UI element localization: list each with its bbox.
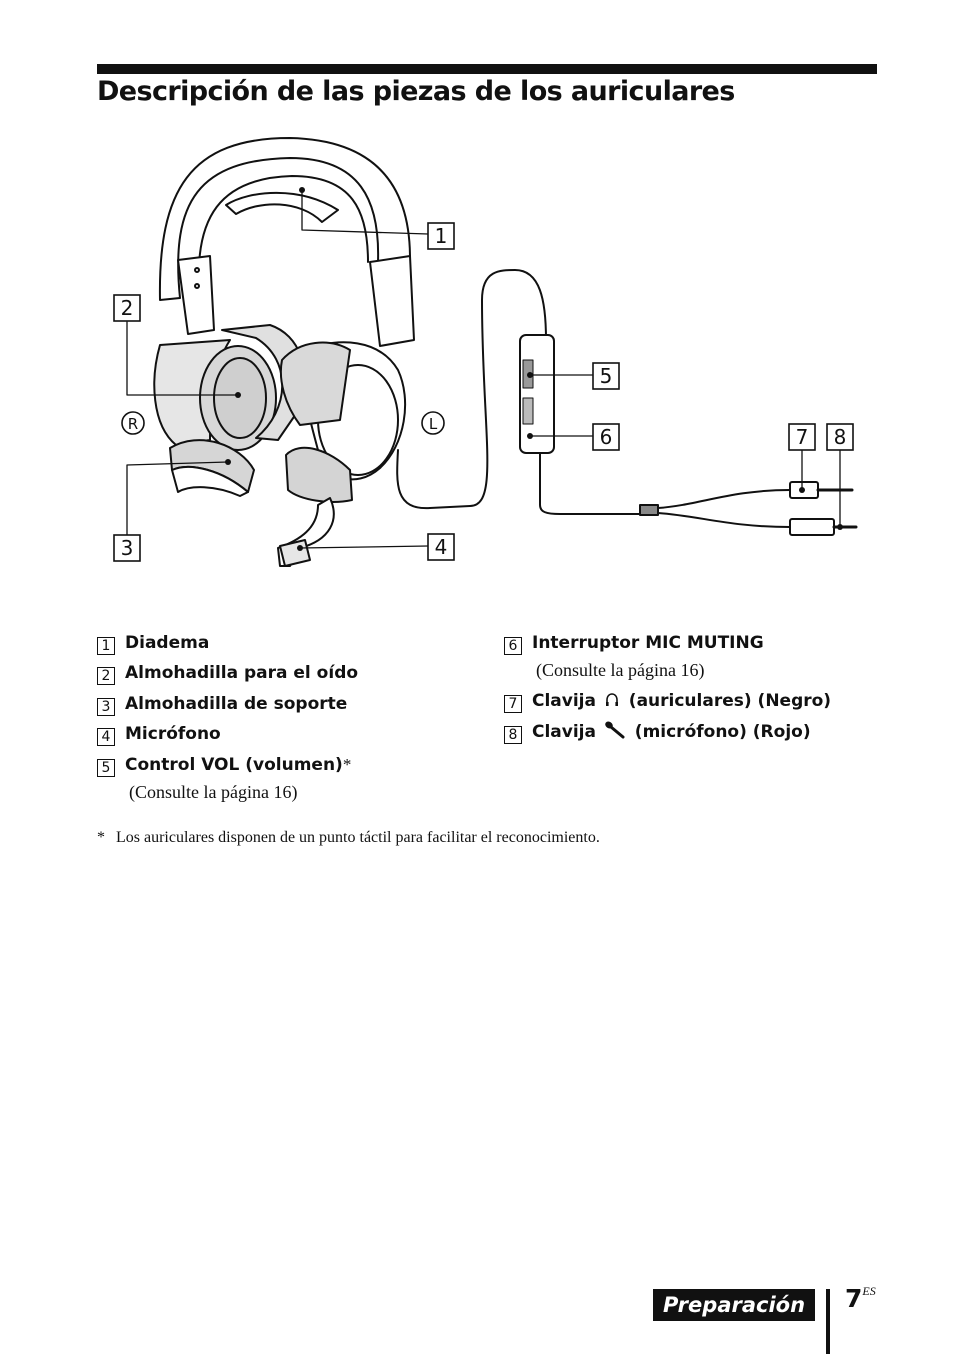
- cable: [396, 269, 547, 510]
- page-number-value: 7: [845, 1284, 863, 1313]
- part-label: (auriculares) (Negro): [628, 691, 832, 711]
- callout-1-label: 1: [435, 224, 448, 248]
- callout-4: [427, 533, 455, 561]
- microphone-icon: [605, 721, 625, 739]
- part-label: Clavija: [532, 722, 596, 742]
- side-marker-right: [121, 411, 145, 435]
- callout-8-label: 8: [834, 425, 847, 449]
- callout-6-label: 6: [600, 425, 613, 449]
- page-title: Descripción de las piezas de los auricul…: [97, 76, 735, 107]
- part-label: Clavija: [532, 691, 596, 711]
- slider-left: [369, 255, 415, 347]
- footnote-mark: *: [97, 829, 105, 846]
- callout-4-label: 4: [435, 535, 448, 559]
- part-number: 3: [97, 698, 115, 716]
- callout-6: [592, 423, 620, 451]
- part-label: Control VOL (volumen): [125, 755, 343, 775]
- part-item-1: 1 Diadema: [97, 633, 209, 655]
- part-item-8: 8 Clavija (micrófono) (Rojo): [504, 721, 811, 744]
- part-label: Diadema: [125, 633, 210, 653]
- page-number: 7ES: [845, 1284, 876, 1313]
- callout-2-label: 2: [121, 296, 134, 320]
- callout-8: [826, 423, 854, 451]
- plug-microphone: [789, 518, 835, 536]
- part-number: 7: [504, 695, 522, 713]
- headphones-icon: [606, 693, 619, 706]
- footnote: * Los auriculares disponen de un punto tá…: [97, 829, 600, 847]
- part-item-3: 3 Almohadilla de soporte: [97, 694, 347, 716]
- part-number: 1: [97, 637, 115, 655]
- callout-1: [427, 222, 455, 250]
- callout-5-label: 5: [600, 364, 613, 388]
- callout-2: [113, 294, 141, 322]
- part-label: Interruptor MIC MUTING: [532, 633, 764, 653]
- side-marker-left: [421, 411, 445, 435]
- part-item-4: 4 Micrófono: [97, 724, 221, 746]
- part-number: 8: [504, 726, 522, 744]
- side-marker-left-label: L: [429, 415, 438, 433]
- part-item-5: 5 Control VOL (volumen)*: [97, 755, 351, 777]
- part-5-note: (Consulte la página 16): [129, 782, 298, 802]
- part-item-7: 7 Clavija (auriculares) (Negro): [504, 691, 831, 713]
- section-tab: Preparación: [653, 1289, 815, 1321]
- slider-right: [177, 255, 215, 335]
- part-number: 2: [97, 667, 115, 685]
- part-label: Almohadilla para el oído: [125, 663, 359, 683]
- callout-3-label: 3: [121, 536, 134, 560]
- part-6-note: (Consulte la página 16): [536, 660, 705, 680]
- side-marker-right-label: R: [128, 415, 138, 433]
- footnote-mark: *: [342, 755, 352, 774]
- part-item-6: 6 Interruptor MIC MUTING: [504, 633, 764, 655]
- top-rule: [97, 64, 877, 74]
- footnote-text: Los auriculares disponen de un punto tác…: [116, 829, 600, 846]
- page-language-suffix: ES: [862, 1284, 876, 1298]
- part-number: 5: [97, 759, 115, 777]
- page-bar: [826, 1289, 830, 1354]
- headset-diagram: 1 2 3 4 5 6 7 8 R L: [113, 137, 858, 567]
- part-label: Micrófono: [125, 724, 221, 744]
- part-item-2: 2 Almohadilla para el oído: [97, 663, 358, 685]
- part-label: Almohadilla de soporte: [125, 694, 348, 714]
- inline-controller: [519, 334, 555, 454]
- callout-5: [592, 362, 620, 390]
- callout-3: [113, 534, 141, 562]
- callout-7-label: 7: [796, 425, 809, 449]
- part-number: 4: [97, 728, 115, 746]
- part-number: 6: [504, 637, 522, 655]
- part-label: (micrófono) (Rojo): [634, 722, 811, 742]
- callout-7: [788, 423, 816, 451]
